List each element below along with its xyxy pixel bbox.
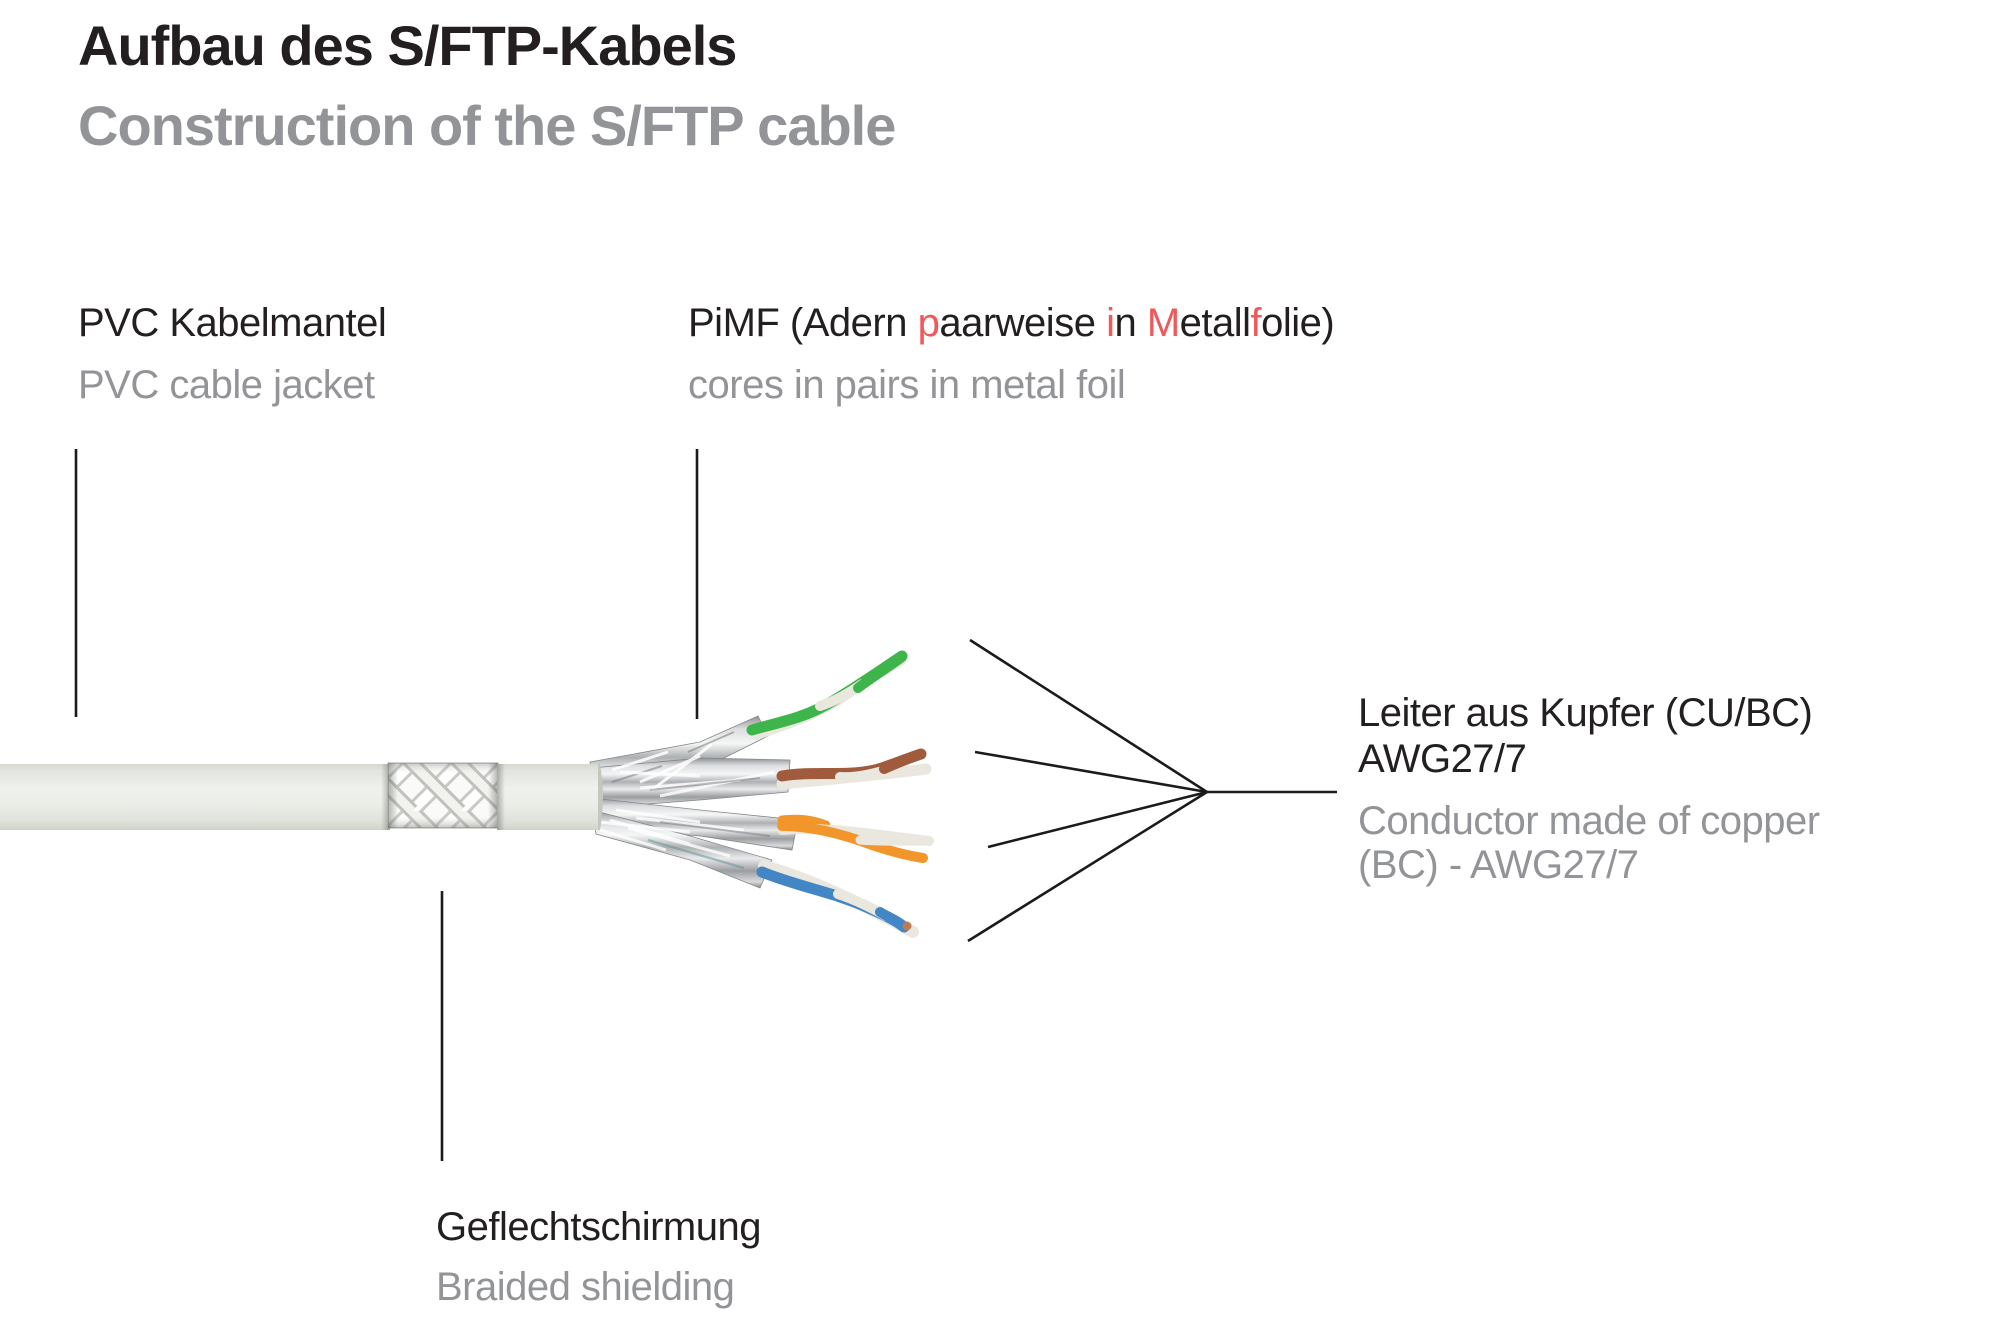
label-conductor-en-1: Conductor made of copper — [1358, 799, 1820, 843]
text-segment: etall — [1179, 301, 1251, 345]
wire-pairs — [746, 650, 934, 938]
leader-lines — [74, 449, 1337, 1161]
wire-pair-blue — [756, 860, 919, 938]
fan-line-1 — [969, 638, 1208, 794]
label-braid-en: Braided shielding — [436, 1265, 735, 1309]
label-conductor-de-2: AWG27/7 — [1358, 737, 1527, 781]
cable-jacket-right — [497, 764, 603, 830]
label-jacket-en: PVC cable jacket — [78, 363, 375, 407]
foil-tubes — [589, 715, 799, 889]
label-conductor-en-2: (BC) - AWG27/7 — [1358, 843, 1639, 887]
fan-line-4 — [967, 790, 1208, 943]
label-conductor-de-1: Leiter aus Kupfer (CU/BC) — [1358, 691, 1813, 735]
text-segment: i — [1106, 301, 1115, 345]
wire-pair-green — [746, 650, 908, 740]
fan-line-3 — [987, 790, 1208, 849]
text-segment: M — [1146, 301, 1180, 345]
text-segment: olie) — [1261, 301, 1335, 345]
label-braid-de: Geflechtschirmung — [436, 1205, 761, 1249]
page-title: Aufbau des S/FTP-Kabels — [78, 14, 737, 77]
text-segment: PiMF (Adern — [688, 301, 918, 345]
braided-shield — [387, 762, 499, 829]
page-subtitle: Construction of the S/FTP cable — [78, 94, 896, 157]
label-jacket-de: PVC Kabelmantel — [78, 301, 387, 345]
text-segment: n — [1114, 301, 1147, 345]
label-pimf-de: PiMF (Adern paarweise in Metallfolie) — [688, 300, 1335, 346]
fan-line-2 — [974, 750, 1208, 794]
wire-pair-brown — [776, 748, 932, 790]
cable-jacket-left — [0, 764, 390, 830]
text-segment: aarweise — [939, 301, 1107, 345]
text-segment: p — [917, 301, 940, 345]
text-segment: f — [1250, 301, 1262, 345]
label-pimf-en: cores in pairs in metal foil — [688, 363, 1126, 407]
copper-tip — [902, 921, 912, 931]
wire-pair-orange — [777, 814, 934, 863]
